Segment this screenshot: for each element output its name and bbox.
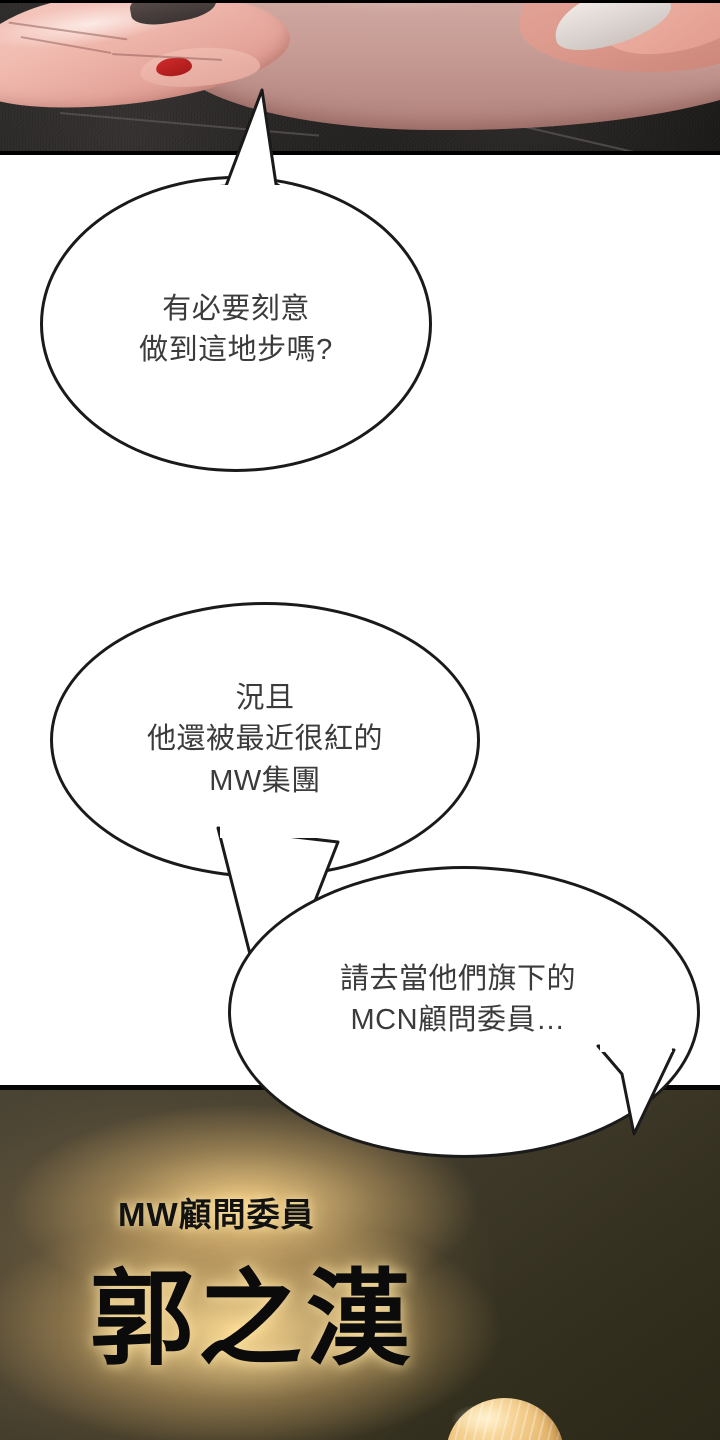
speech-bubble-3-text: 請去當他們旗下的 MCN顧問委員… [339, 962, 576, 1036]
speech-bubble-1-text: 有必要刻意 做到這地步嗎? [139, 292, 333, 366]
spotlight-glow-background [0, 1085, 720, 1440]
caption-role-label: MW顧問委員 [118, 1196, 315, 1233]
bottom-spotlight-panel [0, 1085, 720, 1440]
speech-bubble-1[interactable]: 有必要刻意 做到這地步嗎? [40, 176, 432, 472]
panel-top-border [0, 0, 720, 3]
speech-bubble-tail-3 [588, 1040, 698, 1150]
speech-bubble-3[interactable]: 請去當他們旗下的 MCN顧問委員… [228, 866, 700, 1158]
top-art-panel [0, 0, 720, 155]
speech-bubble-2-text: 況且 他還被最近很紅的 MW集團 [146, 682, 383, 797]
speech-bubble-tail-1 [190, 88, 310, 203]
caption-character-name: 郭之漢 [90, 1262, 415, 1378]
panel-bottom-border [0, 151, 720, 155]
